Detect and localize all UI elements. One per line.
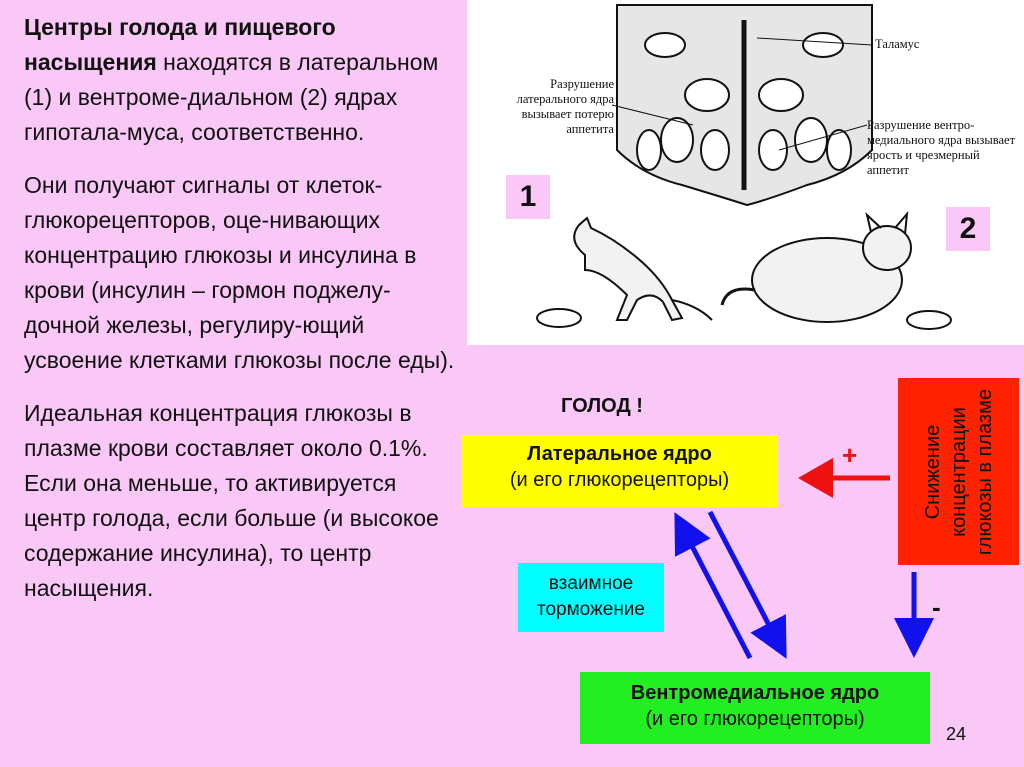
- arrow-vmh-to-lateral: [674, 512, 753, 660]
- hunger-label: ГОЛОД !: [561, 395, 643, 417]
- right-nucleus-1: [758, 78, 804, 112]
- left-caption: Разрушение латерального ядра вызывает по…: [516, 77, 614, 136]
- pointer-thalamus: [756, 37, 873, 46]
- brain-section-drawing: [611, 4, 873, 207]
- pointer-lateral: [611, 104, 694, 126]
- thalamus-label: Таламус: [875, 37, 920, 51]
- body-text: Центры голода и пищевого насыщения наход…: [24, 10, 464, 624]
- lateral-nucleus-title: Латеральное ядро: [527, 443, 712, 465]
- minus-sign: -: [932, 592, 941, 622]
- left-nucleus-2: [660, 117, 694, 163]
- plus-sign: +: [842, 440, 858, 470]
- left-bowl: [536, 308, 582, 328]
- thin-cat: [573, 216, 684, 322]
- glucose-drop-box: Снижение концентрации глюкозы в плазме: [898, 378, 1019, 565]
- right-caption: Разрушение вентро-медиального ядра вызыв…: [867, 118, 1016, 177]
- right-nucleus-2: [794, 117, 828, 163]
- paragraph-centers-rest: находятся в латеральном (1) и вентроме-д…: [24, 49, 439, 145]
- vmh-nucleus-title: Вентромедиальное ядро: [630, 682, 880, 704]
- paragraph-glucose: Идеальная концентрация глюкозы в плазме …: [24, 400, 439, 601]
- pointer-vmh: [778, 124, 868, 151]
- right-bowl: [906, 310, 952, 330]
- arrow-lateral-to-vmh: [707, 510, 787, 659]
- left-nucleus-3: [700, 129, 730, 171]
- fat-cat-tail: [720, 287, 756, 306]
- left-nucleus-5: [644, 32, 686, 58]
- right-nucleus-4: [826, 129, 852, 171]
- figure-label-2: 2: [946, 207, 990, 251]
- paragraph-centers: Центры голода и пищевого насыщения наход…: [24, 10, 464, 150]
- cats-drawing: [536, 210, 952, 330]
- fat-cat-body: [751, 237, 903, 323]
- page-number: 24: [946, 724, 967, 744]
- figure-drawing: [536, 4, 952, 330]
- hypothalamus-figure: 1 2 Таламус Разрушение латерального ядра…: [467, 0, 1024, 345]
- figure-label-1: 1: [506, 175, 550, 219]
- lateral-nucleus-box: Латеральное ядро (и его глюкорецепторы): [461, 435, 778, 507]
- mutual-inhibition-box: взаимное торможение: [518, 563, 664, 632]
- left-nucleus-1: [684, 78, 730, 112]
- lateral-nucleus-subtitle: (и его глюкорецепторы): [509, 469, 730, 491]
- right-nucleus-5: [802, 32, 844, 58]
- fat-cat-ears: [865, 210, 909, 235]
- paragraph-signals: Они получают сигналы от клеток-глюкореце…: [24, 172, 455, 373]
- left-nucleus-4: [636, 129, 662, 171]
- paragraph-centers-bold: Центры голода и пищевого насыщения: [24, 14, 336, 75]
- thin-cat-tail: [671, 299, 713, 321]
- fat-cat-head: [862, 225, 912, 271]
- vmh-nucleus-subtitle: (и его глюкорецепторы): [645, 708, 865, 730]
- vmh-nucleus-box: Вентромедиальное ядро (и его глюкорецепт…: [580, 672, 930, 744]
- right-nucleus-3: [758, 129, 788, 171]
